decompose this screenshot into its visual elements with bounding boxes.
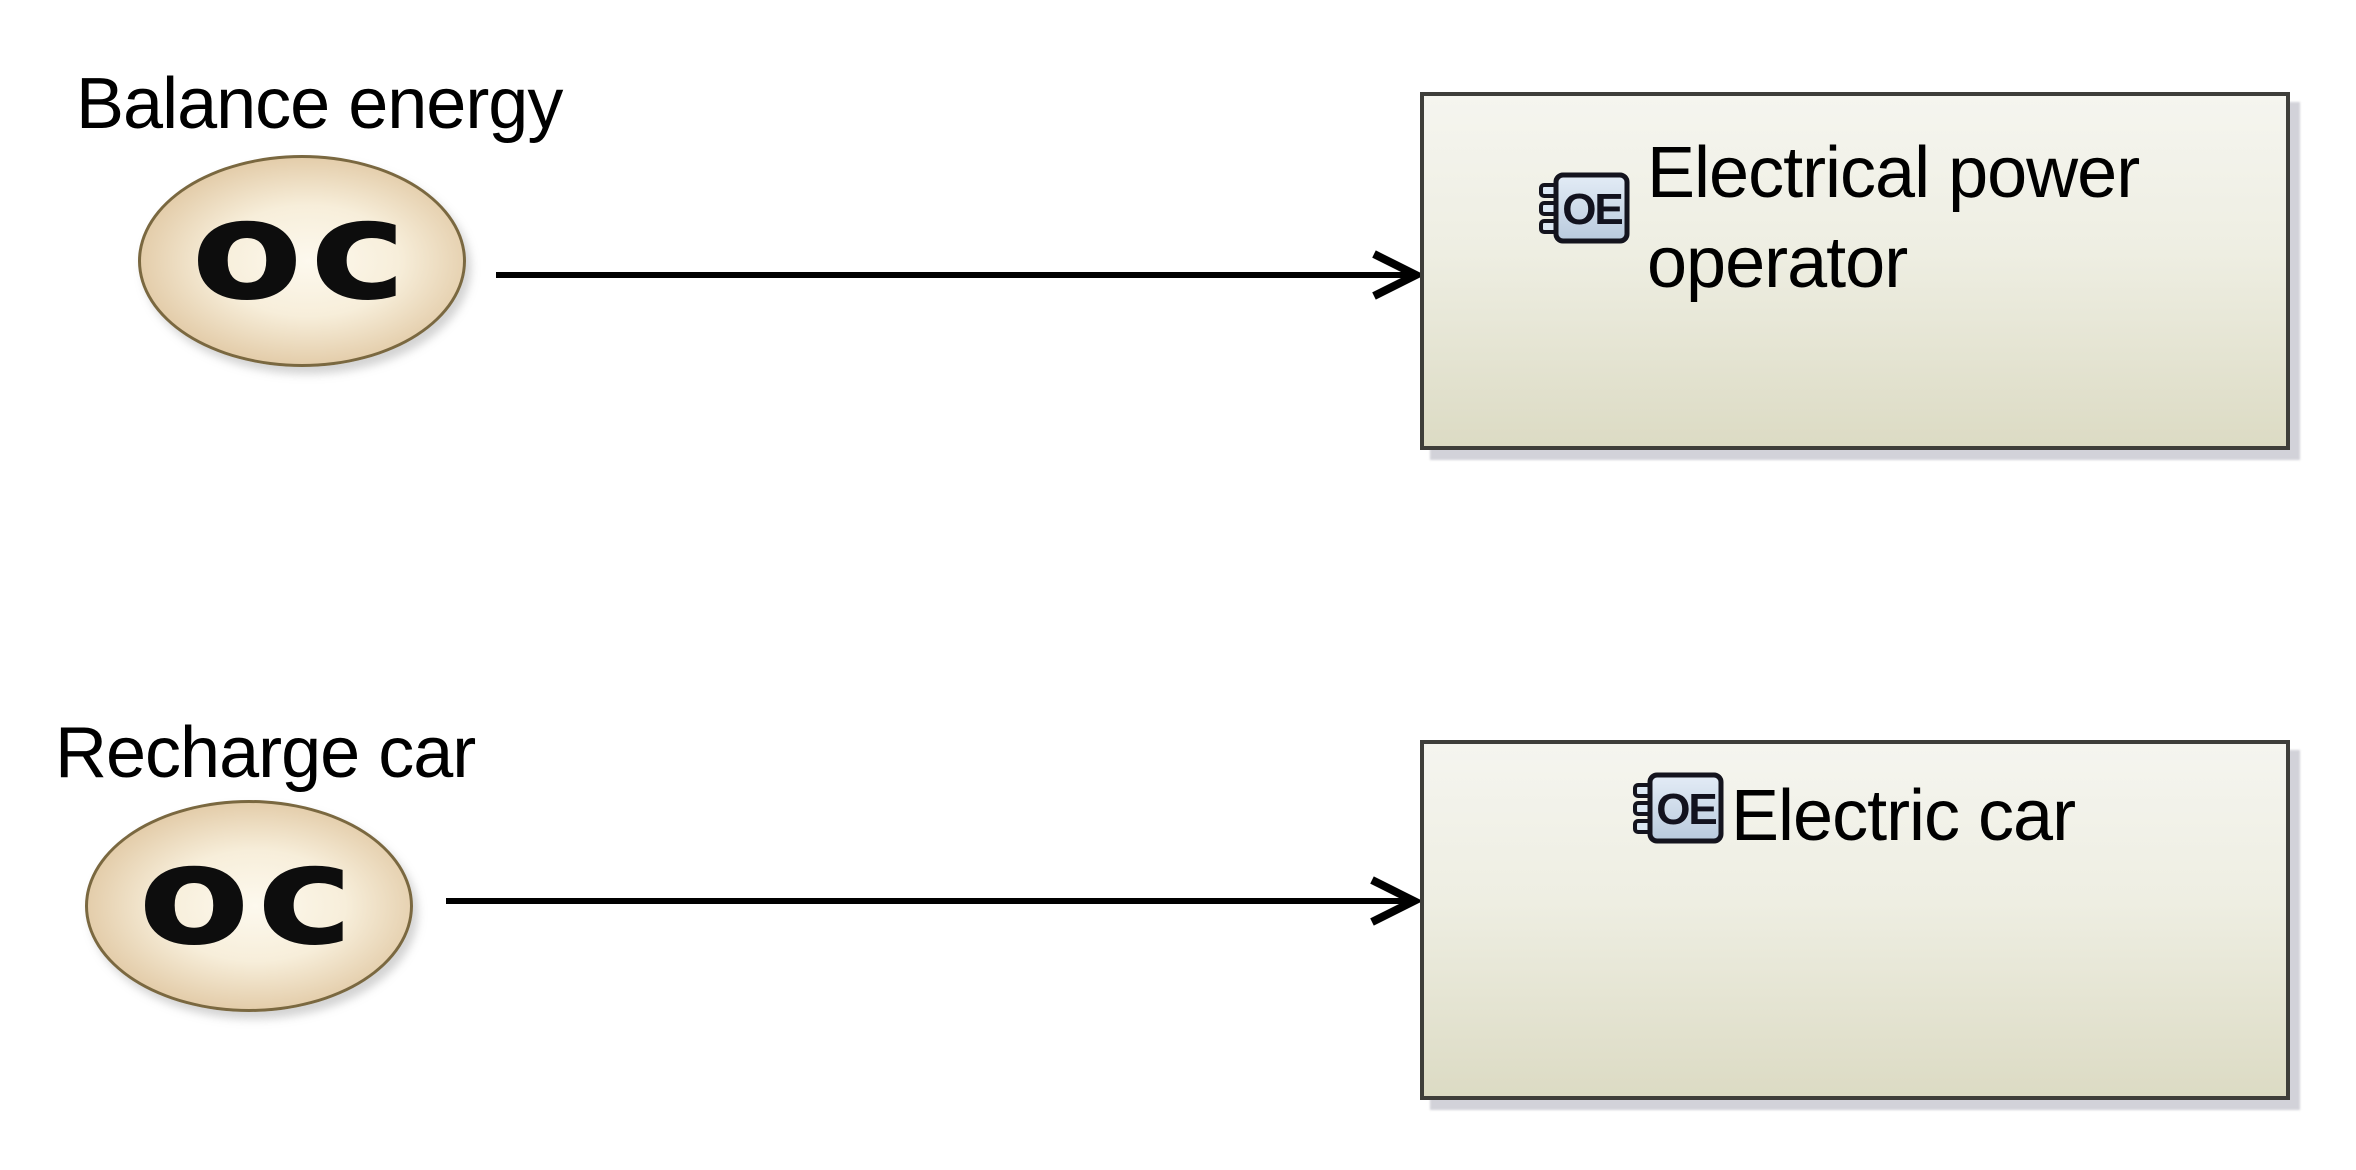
oe-icon-label: OE xyxy=(1656,785,1716,834)
operational-entity-icon: OE xyxy=(1633,772,1724,844)
capability-label-balance-energy[interactable]: Balance energy xyxy=(76,64,563,144)
oc-badge: oc xyxy=(137,815,361,976)
entity-name: Electrical power operator xyxy=(1647,133,2140,303)
oe-icon-label: OE xyxy=(1562,185,1622,234)
capability-label-recharge-car[interactable]: Recharge car xyxy=(55,713,476,793)
operational-entity-icon: OE xyxy=(1539,172,1630,244)
involvement-arrow-balance-energy[interactable] xyxy=(490,248,1430,302)
arrow-head-icon xyxy=(1370,876,1423,926)
entity-box-electrical-power-operator[interactable]: OE Electrical power operator xyxy=(1420,92,2290,450)
entity-box-electric-car[interactable]: OE Electric car xyxy=(1420,740,2290,1100)
involvement-arrow-recharge-car[interactable] xyxy=(438,874,1428,928)
arrow-head-icon xyxy=(1372,250,1425,300)
oc-badge: oc xyxy=(190,170,414,331)
capability-node-recharge-car[interactable]: oc xyxy=(85,800,413,1012)
entity-name: Electric car xyxy=(1731,776,2076,856)
capability-node-balance-energy[interactable]: oc xyxy=(138,155,466,367)
